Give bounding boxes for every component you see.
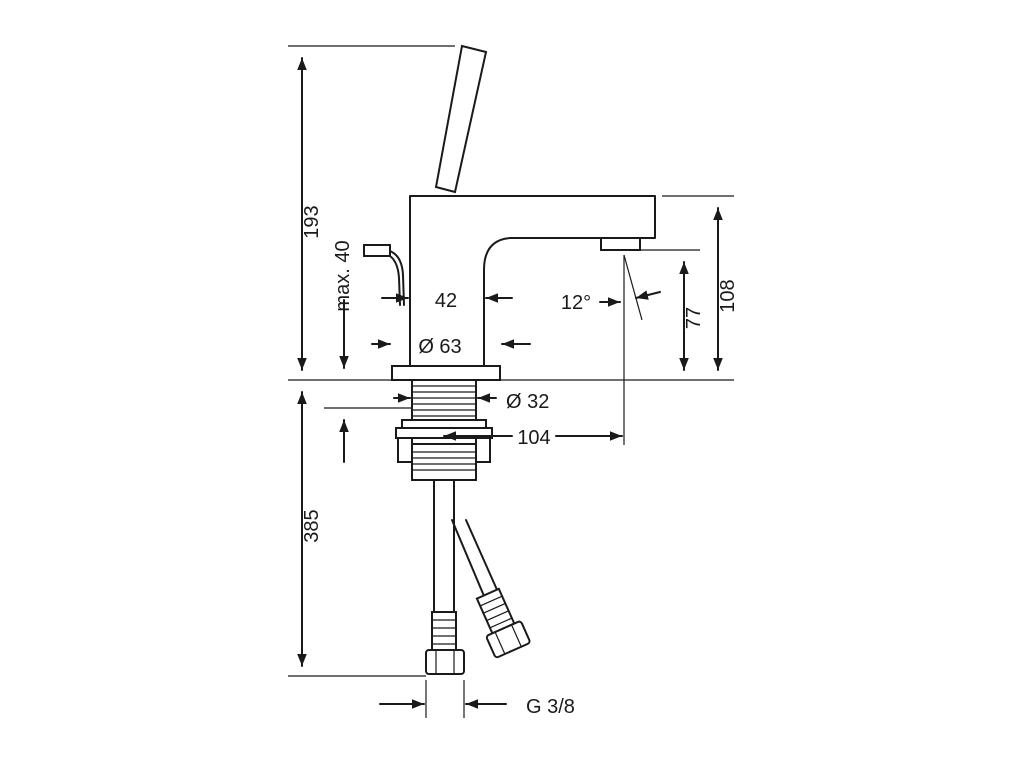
fixing-nut-left [397,437,413,463]
label-d63: Ø 63 [418,336,461,358]
label-d32: Ø 32 [506,391,549,413]
lever-handle [434,44,488,194]
label-g38: G 3/8 [526,696,575,718]
dimension-labels: 193 385 max. 40 42 Ø 63 Ø 32 12° 77 108 … [301,205,739,718]
supply-hoses [425,479,531,675]
aerator [600,237,641,251]
base-plate [391,365,501,381]
fixing-nut-right [475,437,491,463]
fixing-washer [401,419,487,429]
shank-threads [412,385,476,471]
dimension-lines [288,45,734,718]
faucet-body [391,44,656,381]
popup-knob [363,244,391,257]
label-max40: max. 40 [332,240,354,311]
body-outline [409,195,656,367]
label-193: 193 [301,205,323,238]
union-nut-angled [485,620,531,659]
label-77: 77 [683,307,705,329]
popup-rod [363,244,405,306]
label-104: 104 [517,427,550,449]
union-nut-straight [425,649,465,675]
label-12deg: 12° [561,292,591,314]
label-385: 385 [301,509,323,542]
label-108: 108 [717,279,739,312]
threaded-shank [395,379,493,481]
label-42: 42 [435,290,457,312]
